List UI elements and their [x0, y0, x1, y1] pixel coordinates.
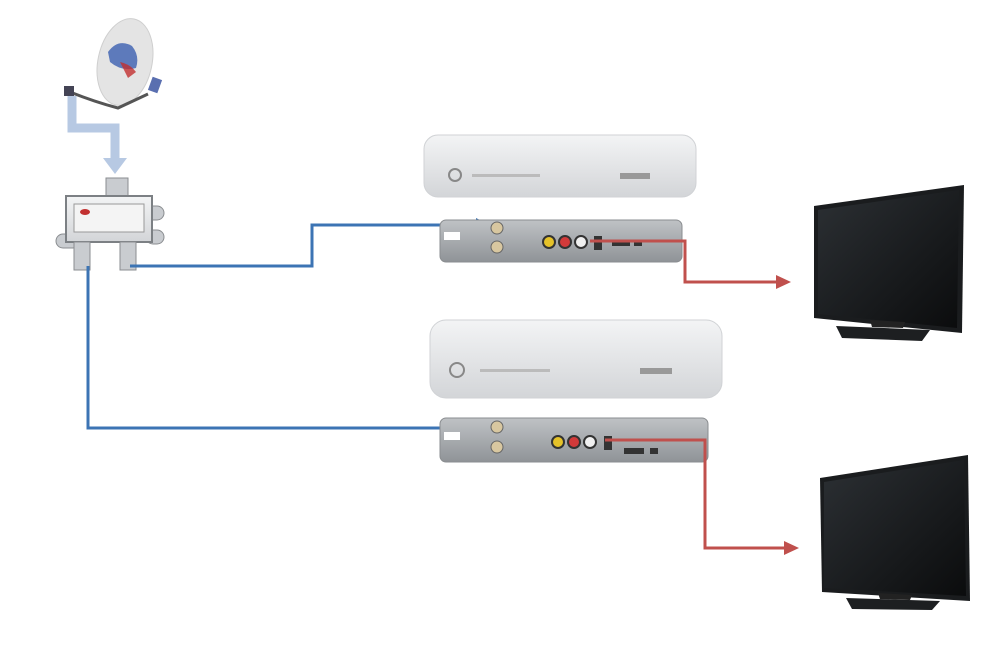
hdmi-2-arrowhead	[784, 541, 799, 555]
coax-cable-2	[86, 266, 478, 430]
set-top-box-icon	[423, 134, 697, 263]
hdmi-cable-2	[605, 438, 786, 550]
hdmi-cable-1	[590, 239, 778, 284]
satellite-dish-icon	[64, 18, 163, 110]
dish-feed-arrowhead	[103, 158, 127, 174]
splitter-icon	[55, 177, 165, 271]
tv-icon	[820, 455, 970, 610]
tv-icon	[814, 185, 964, 341]
set-top-box-icon	[429, 319, 723, 463]
dish-feed-line	[67, 96, 120, 160]
coax-cable-1	[130, 223, 478, 268]
hdmi-1-arrowhead	[776, 275, 791, 289]
